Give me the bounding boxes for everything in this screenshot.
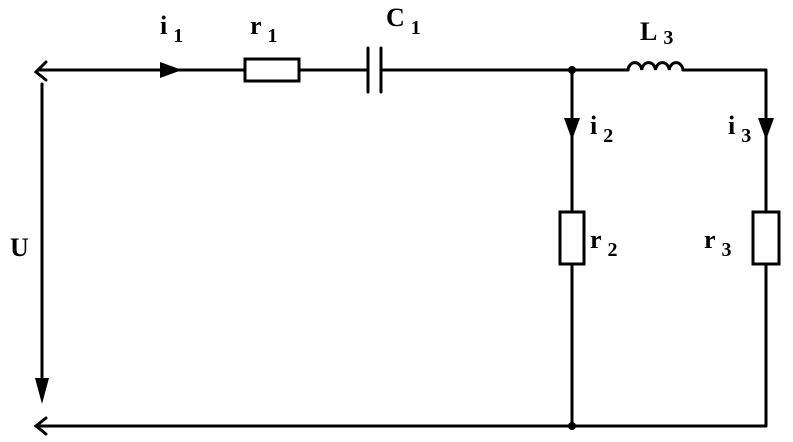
resistor-r2 [558, 210, 586, 266]
input-terminal-bottom [33, 416, 48, 436]
resistor-r3 [751, 210, 781, 266]
inductor-l3 [626, 61, 685, 72]
junction-node-top [568, 66, 576, 74]
current-arrow-i3 [758, 118, 774, 140]
current-arrow-i2 [564, 118, 580, 140]
junction-node-bottom [568, 422, 576, 430]
capacitor-c1 [366, 46, 383, 94]
resistor-r1 [243, 57, 301, 83]
voltage-arrow-u [35, 378, 49, 404]
label-u: U [10, 233, 29, 262]
input-terminal-top [33, 60, 48, 82]
current-arrow-i1 [160, 62, 182, 78]
